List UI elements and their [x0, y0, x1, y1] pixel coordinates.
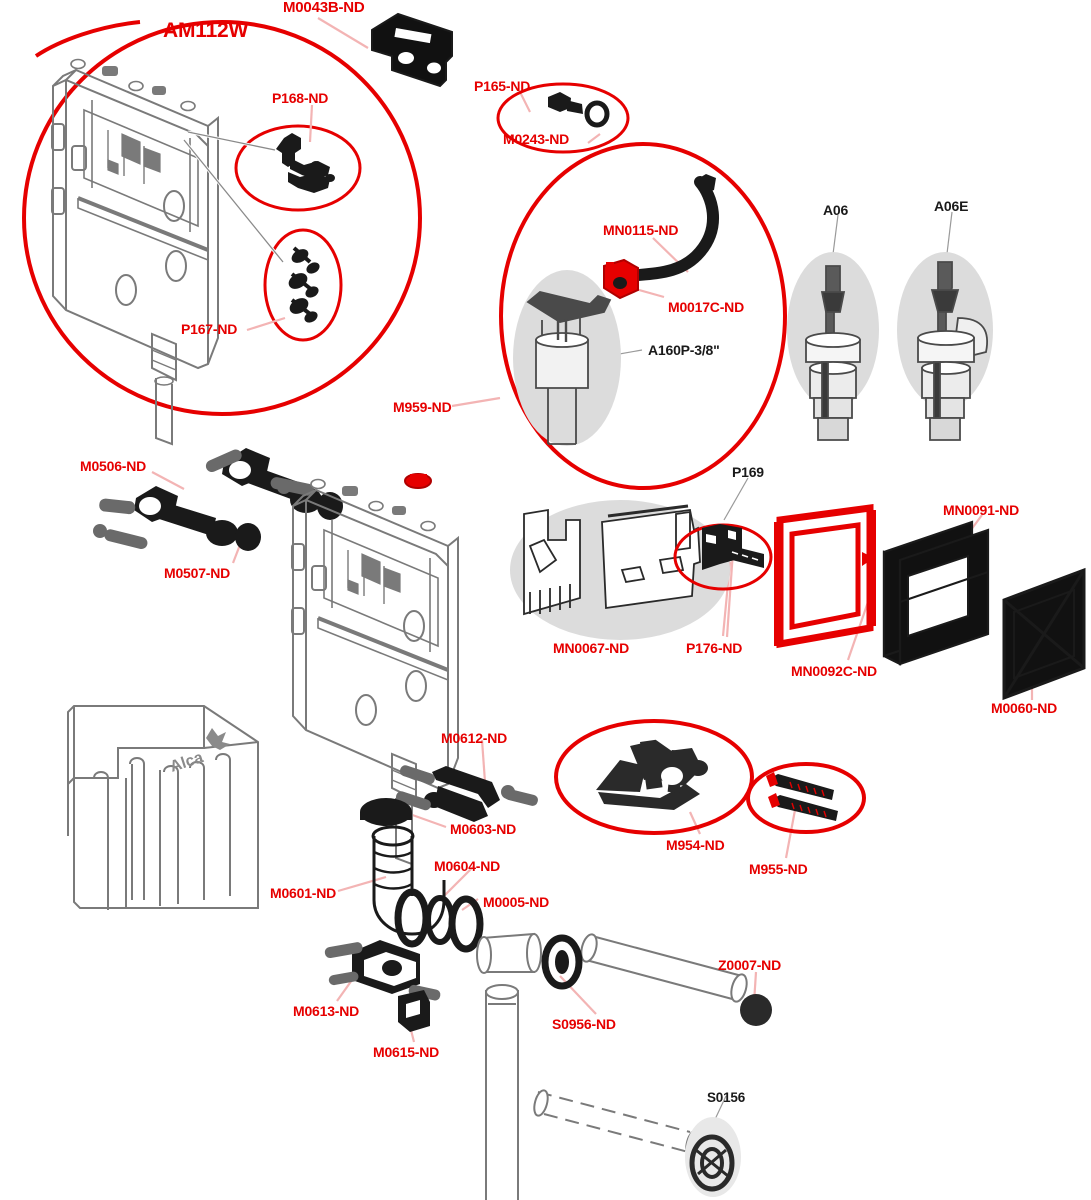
part-m0060	[1002, 567, 1086, 701]
group-p165-m0243	[496, 82, 630, 154]
part-m0005	[448, 895, 484, 953]
part-a160p	[526, 291, 612, 445]
label-p176: P176-ND	[686, 640, 743, 656]
label-s0956: S0956-ND	[552, 1016, 616, 1032]
part-mn0067	[523, 508, 581, 616]
group-m0613-m0615	[324, 940, 441, 1032]
part-mn0115-hose	[608, 169, 719, 284]
part-m0017c	[603, 258, 639, 300]
group-a06	[787, 252, 879, 441]
label-m959: M959-ND	[393, 399, 452, 415]
label-m0506: M0506-ND	[80, 458, 147, 474]
label-mn0092c: MN0092C-ND	[791, 663, 877, 679]
label-m955: M955-ND	[749, 861, 808, 877]
group-a06e	[897, 252, 993, 441]
label-m0005: M0005-ND	[483, 894, 550, 910]
label-m0601: M0601-ND	[270, 885, 337, 901]
label-p168: P168-ND	[272, 90, 329, 106]
label-m0613: M0613-ND	[293, 1003, 360, 1019]
label-p169: P169	[732, 464, 764, 480]
part-mn0092c	[774, 504, 876, 649]
part-p176	[702, 524, 764, 570]
group-panel-parts	[510, 500, 773, 640]
part-z0007	[740, 994, 772, 1026]
label-m0603: M0603-ND	[450, 821, 517, 837]
label-m0243: M0243-ND	[503, 131, 570, 147]
label-p165: P165-ND	[474, 78, 531, 94]
part-m0601	[371, 825, 446, 936]
label-p167: P167-ND	[181, 321, 238, 337]
part-insulation	[67, 705, 259, 910]
group-siphon	[360, 798, 484, 953]
label-mn0115: MN0115-ND	[603, 222, 679, 238]
group-am112w	[22, 20, 422, 446]
label-m0017c: M0017C-ND	[668, 299, 744, 315]
group-m959	[499, 142, 787, 490]
label-s0156: S0156	[707, 1090, 746, 1105]
label-m0043b: M0043B-ND	[283, 0, 365, 16]
alca-logo: Alca	[168, 728, 230, 776]
label-a06: A06	[823, 202, 849, 218]
part-m0043b	[371, 12, 453, 88]
part-m0612	[395, 765, 538, 822]
group-m955	[746, 762, 866, 834]
part-panel-plate	[601, 504, 701, 610]
part-m0604	[394, 888, 430, 948]
label-a06e: A06E	[934, 198, 969, 214]
label-a160p: A160P-3/8"	[648, 342, 720, 358]
label-z0007: Z0007-ND	[718, 957, 781, 973]
label-m0615: M0615-ND	[373, 1044, 440, 1060]
label-m0604: M0604-ND	[434, 858, 501, 874]
label-m0612: M0612-ND	[441, 730, 508, 746]
label-m954: M954-ND	[666, 837, 725, 853]
part-mn0091	[882, 520, 990, 666]
part-s0956	[541, 934, 583, 990]
part-lower-cistern	[290, 473, 460, 866]
label-am112w: AM112W	[163, 19, 249, 42]
svg-text:Alca: Alca	[168, 749, 205, 776]
label-m0060: M0060-ND	[991, 700, 1058, 716]
label-mn0067: MN0067-ND	[553, 640, 629, 656]
label-m0507: M0507-ND	[164, 565, 231, 581]
group-m954	[554, 719, 754, 835]
part-s0156	[685, 1117, 741, 1197]
label-mn0091: MN0091-ND	[943, 502, 1019, 518]
